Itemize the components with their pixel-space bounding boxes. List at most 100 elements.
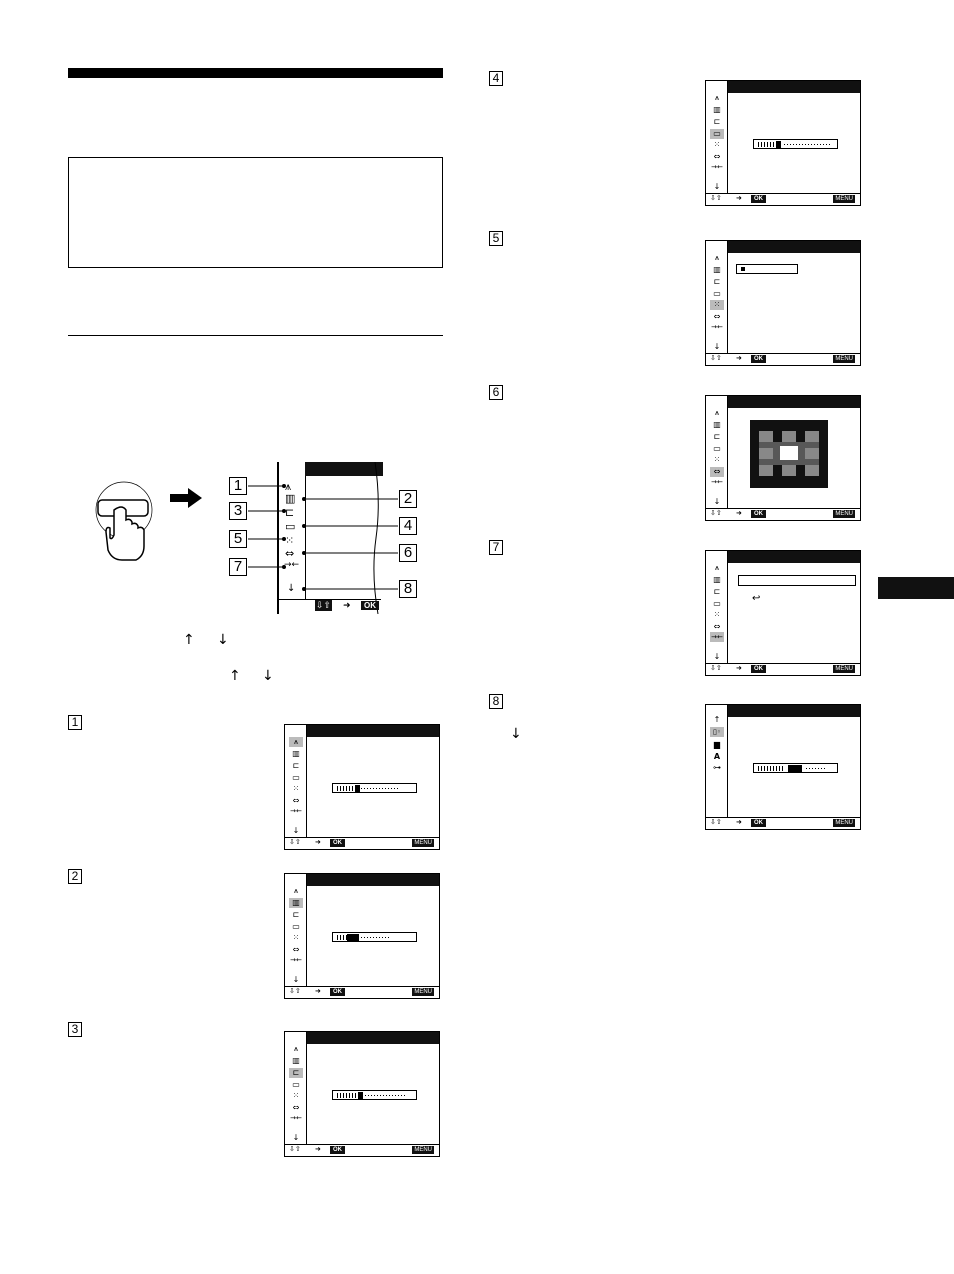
ok-label: OK (330, 988, 345, 996)
ok-button-label: OK (361, 601, 379, 610)
menu-label: MENU (412, 839, 434, 847)
menu-label: MENU (833, 355, 855, 363)
ok-label: OK (751, 195, 766, 203)
menu-icon-7: →← (290, 807, 302, 815)
menu-icon-7: →← (290, 956, 302, 964)
note-box (68, 157, 443, 268)
osd-screen-step4: ⩚ ▥ ⊏ ▭ ⁙ ⇔ →← ↓ ⇩⇧ ➜ OK MENU (705, 80, 861, 206)
menu-label: MENU (412, 988, 434, 996)
menu-icon-5: ⁙ (292, 1091, 300, 1100)
menu-icon-pos4: ▭ (285, 520, 296, 533)
step-number-4: 4 (489, 71, 503, 86)
menu-icon-2: ▥ (289, 898, 303, 908)
menu-down-icon: ↓ (713, 182, 721, 191)
ok-label: OK (751, 819, 766, 827)
menu-icon-6: ⇔ (710, 467, 724, 477)
arrow-down-icon: ↓ (510, 726, 522, 742)
osd-screen-step8: ↑ ▯◦ ▆ A ⊶ ⇩⇧ ➜ OK MENU (705, 704, 861, 830)
menu-icon-4: ▭ (710, 129, 724, 139)
menu-icon-3: ⊏ (713, 587, 721, 596)
big-right-arrow (170, 488, 202, 508)
ok-label: OK (751, 510, 766, 518)
menu-icon-2: ▥ (713, 265, 721, 274)
menu8-icon-3: A (713, 752, 721, 761)
menu-icon-5: ⁙ (710, 300, 724, 310)
menu-icon-4: ▭ (713, 599, 721, 608)
menu-down-icon: ↓ (292, 826, 300, 835)
menu-icon-4: ▭ (292, 1080, 300, 1089)
nav-arrows-icon: ⇩⇧ (315, 600, 333, 611)
arrow-up-icon: ↑ (229, 668, 241, 684)
menu-icon-4: ▭ (292, 773, 300, 782)
menu8-icon-4: ⊶ (713, 763, 721, 772)
menu-icon-7: →← (711, 478, 723, 486)
osd-screen-step2: ⩚ ▥ ⊏ ▭ ⁙ ⇔ →← ↓ ⇩⇧ ➜ OK MENU (284, 873, 440, 999)
menu-icon-pos7: →← (284, 560, 300, 570)
menu-icon-3: ⊏ (713, 117, 721, 126)
menu-icon-2: ▥ (713, 420, 721, 429)
callout-6: 6 (399, 544, 417, 562)
selection-field (736, 264, 798, 274)
menu-icon-pos6: ⇔ (285, 547, 295, 560)
menu-icon-3: ⊏ (292, 761, 300, 770)
menu-down-icon: ↓ (292, 975, 300, 984)
menu-icon-pos3: ⊏ (285, 506, 295, 519)
go-arrow-icon: ➜ (343, 600, 351, 610)
go-arrow-icon: ➜ (736, 819, 742, 826)
menu-label: MENU (833, 665, 855, 673)
ok-label: OK (330, 1146, 345, 1154)
callout-5: 5 (229, 530, 247, 548)
menu-down-icon: ↓ (713, 497, 721, 506)
menu-icon-1: ⩚ (293, 1044, 299, 1053)
nav-arrows-icon: ⇩⇧ (710, 665, 722, 672)
menu8-icon-2: ▆ (713, 740, 721, 749)
menu-icon-1: ⩚ (714, 563, 720, 572)
osd-screen-step1: ⩚ ▥ ⊏ ▭ ⁙ ⇔ →← ↓ ⇩⇧ ➜ OK MENU (284, 724, 440, 850)
menu-icon-pos5: ⁙ (285, 534, 295, 547)
section-tab-marker (878, 577, 954, 599)
menu8-icon-1: ▯◦ (710, 727, 724, 737)
menu-icon-6: ⇔ (713, 312, 721, 321)
header-bar (68, 68, 443, 78)
menu-icon-6: ⇔ (292, 1103, 300, 1112)
menu-icon-7: →← (711, 323, 723, 331)
menu-icon-2: ▥ (292, 749, 300, 758)
osd-screen-step6: ⩚ ▥ ⊏ ▭ ⁙ ⇔ →← ↓ ⇩⇧ ➜ OK MENU (705, 395, 861, 521)
menu-icon-2: ▥ (713, 105, 721, 114)
callout-7: 7 (229, 558, 247, 576)
menu-icon-5: ⁙ (713, 610, 721, 619)
nav-arrows-icon: ⇩⇧ (289, 988, 301, 995)
hand-press-illustration (95, 481, 153, 561)
menu-icon-2: ▥ (713, 575, 721, 584)
step-number-2: 2 (68, 869, 82, 884)
menu-label: MENU (833, 819, 855, 827)
ok-label: OK (330, 839, 345, 847)
osd-screen-step5: ⩚ ▥ ⊏ ▭ ⁙ ⇔ →← ↓ ⇩⇧ ➜ OK MENU (705, 240, 861, 366)
go-arrow-icon: ➜ (315, 988, 321, 995)
go-arrow-icon: ➜ (736, 195, 742, 202)
menu-down-icon: ↓ (292, 1133, 300, 1142)
nav-arrows-icon: ⇩⇧ (710, 510, 722, 517)
zoom-grid-panel (750, 420, 828, 488)
nav-arrows-icon: ⇩⇧ (710, 819, 722, 826)
go-arrow-icon: ➜ (315, 1146, 321, 1153)
callout-1: 1 (229, 477, 247, 495)
nav-arrows-icon: ⇩⇧ (710, 355, 722, 362)
menu-icon-1: ⩚ (293, 886, 299, 895)
go-arrow-icon: ➜ (736, 355, 742, 362)
nav-arrows-icon: ⇩⇧ (710, 195, 722, 202)
menu-icon-5: ⁙ (292, 784, 300, 793)
menu-icon-1: ⩚ (714, 253, 720, 262)
nav-arrows-icon: ⇩⇧ (289, 1146, 301, 1153)
step-number-1: 1 (68, 715, 82, 730)
menu-label: MENU (412, 1146, 434, 1154)
ok-label: OK (751, 665, 766, 673)
menu-icon-4: ▭ (713, 289, 721, 298)
menu-icon-3: ⊏ (289, 1068, 303, 1078)
callout-leaders (248, 484, 398, 591)
menu-down-icon: ↓ (713, 652, 721, 661)
menu-label: MENU (833, 195, 855, 203)
menu-icon-4: ▭ (713, 444, 721, 453)
menu-down-icon: ↓ (713, 342, 721, 351)
menu-icon-5: ⁙ (292, 933, 300, 942)
